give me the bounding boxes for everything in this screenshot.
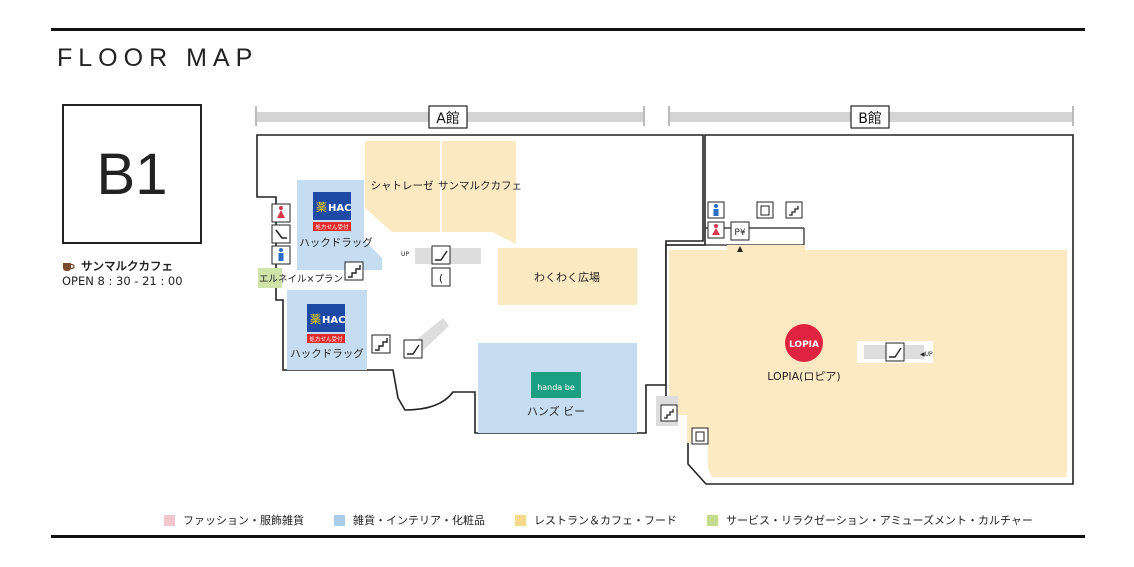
shop-chateraise-label: シャトレーゼ [371,180,434,192]
stairs-icon [371,334,391,354]
shop-hands-be-label: ハンズ ビー [527,404,585,418]
stairs-icon [656,396,678,426]
legend-swatch [164,514,175,526]
elevator-icon [756,201,774,219]
legend-label: レストラン＆カフェ・フード [534,514,677,527]
bottom-rule [51,535,1085,538]
shop-saint-marc [442,141,516,244]
legend: ファッション・服飾雑貨 雑貨・インテリア・化粧品 レストラン＆カフェ・フード サービス… [164,512,1033,528]
elevator-icon [691,427,709,445]
escalator-icon [403,318,449,359]
legend-label: サービス・リラクゼーション・アミューズメント・カルチャー [726,514,1033,527]
shop-saint-marc-label: サンマルクカフェ [438,180,522,192]
hac-badge-1: 処方せん受付 [315,223,349,231]
legend-item: 雑貨・インテリア・化粧品 [334,512,485,528]
hac-badge-2: 処方せん受付 [309,335,343,343]
hac-logo-1: 薬 HAC 処方せん受付 [313,192,351,231]
hac-logo-text-2: HAC [322,315,345,326]
legend-swatch [334,514,345,526]
escalator-icon: ◀UP [857,341,933,363]
elevator-icon: ( [431,267,451,287]
cafe-hours: OPEN 8 : 30 - 21 : 00 [62,274,183,288]
floor-label: B1 [96,141,168,207]
restroom-women-icon [707,221,725,239]
hands-be-logo: handa be [531,372,581,398]
lopia-logo: LOPIA [785,324,823,362]
legend-item: サービス・リラクゼーション・アミューズメント・カルチャー [707,512,1033,528]
escalator-up-left-label: ◀UP [920,351,933,358]
restroom-women-icon [271,203,291,223]
lopia-logo-text: LOPIA [789,340,819,350]
legend-label: ファッション・服飾雑貨 [183,514,304,527]
hac-logo-kanji-1: 薬 [316,201,327,214]
restroom-men-icon [707,201,725,219]
shop-wakuwaku-label: わくわく広場 [534,271,600,284]
legend-label: 雑貨・インテリア・化粧品 [353,514,485,527]
page-title: FLOOR MAP [57,44,259,72]
shop-elnail-label: エルネイル×プラン [259,274,343,285]
shop-lopia-label: LOPIA(ロピア) [767,370,840,383]
top-rule [51,28,1085,31]
stairs-icon [785,201,803,219]
building-a-label: A館 [436,110,460,127]
atm-label: P¥ [734,228,745,238]
hac-logo-2: 薬 HAC 処方せん受付 [307,304,345,343]
cafe-info: サンマルクカフェ OPEN 8 : 30 - 21 : 00 [62,259,183,289]
escalator-up-label: UP [401,251,409,258]
wheelchair-icon [271,224,291,244]
floor-label-box: B1 [62,104,202,244]
shop-hac-2-label: ハックドラッグ [290,347,364,360]
hands-be-logo-text: handa be [537,383,575,392]
cafe-name: サンマルクカフェ [81,259,173,273]
shop-elnail [258,268,282,288]
coffee-cup-icon [63,262,75,271]
legend-item: レストラン＆カフェ・フード [515,512,677,528]
building-b-label: B館 [858,110,882,127]
legend-item: ファッション・服飾雑貨 [164,512,304,528]
hac-logo-kanji-2: 薬 [310,313,321,326]
legend-swatch [515,514,526,526]
shop-hac-1-label: ハックドラッグ [299,236,373,249]
atm-icon: P¥ [730,221,750,241]
shop-lopia [669,250,1067,477]
restroom-men-icon [271,245,291,265]
building-b-bar: B館 [668,105,1074,129]
hac-logo-text-1: HAC [328,203,351,214]
escalator-icon: UP [401,245,481,265]
building-a-bar: A館 [255,105,645,129]
shop-chateraise [365,141,440,232]
stairs-icon [344,261,364,281]
shop-wakuwaku [498,248,637,305]
svg-text:(: ( [439,272,443,285]
legend-swatch [707,514,718,526]
